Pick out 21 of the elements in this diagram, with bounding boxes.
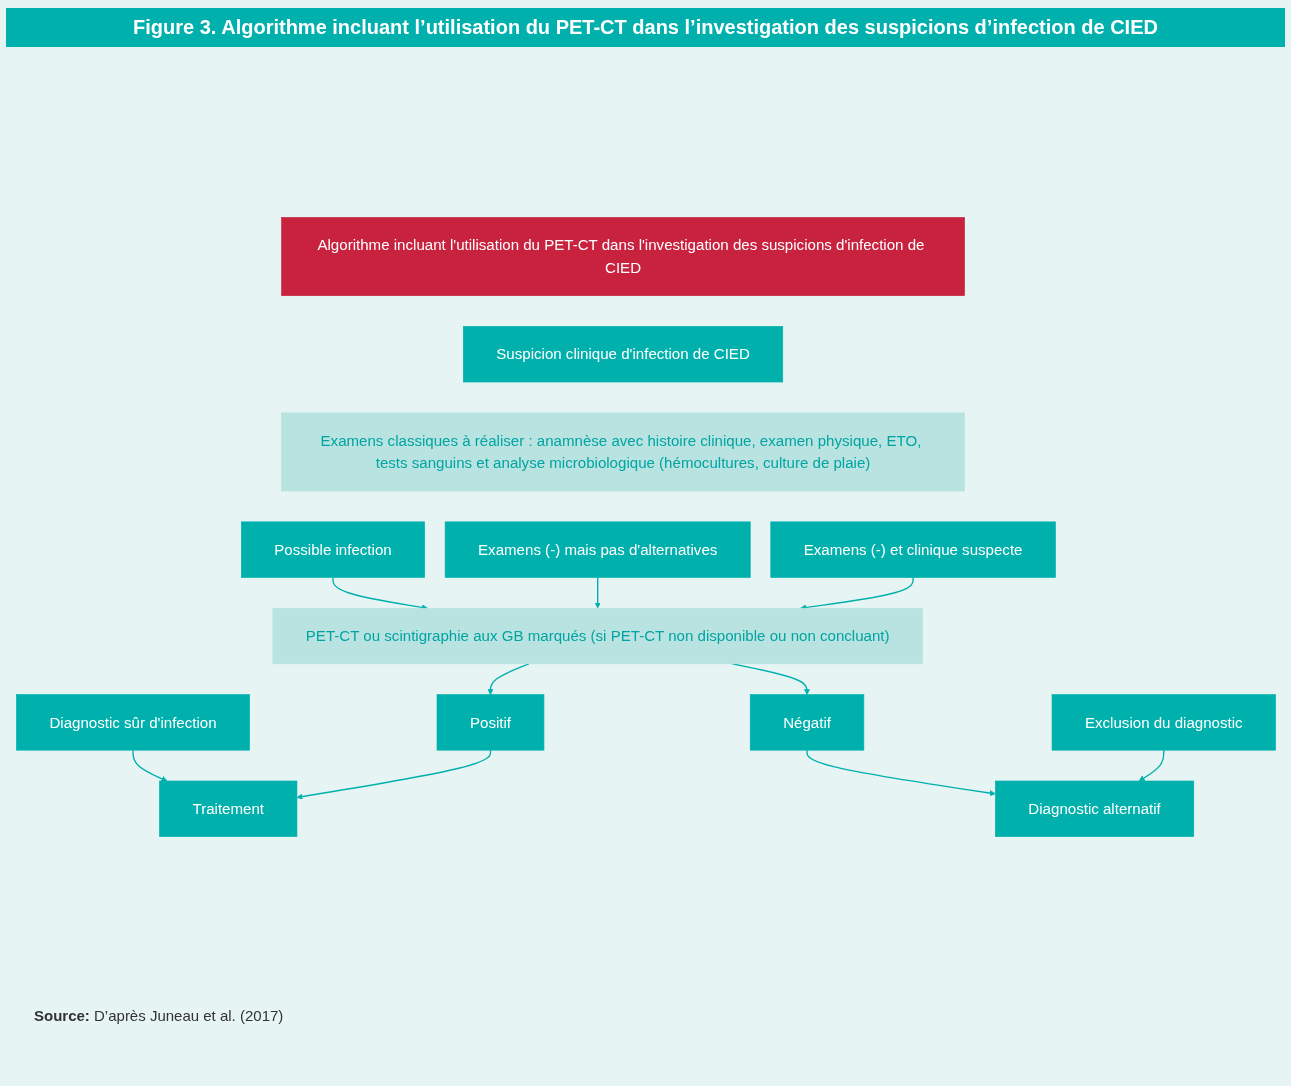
arrow bbox=[594, 576, 601, 609]
arrow bbox=[296, 749, 491, 800]
node-box: Négatif bbox=[749, 694, 864, 751]
node-box: Examens classiques à réaliser : anamnèse avec histoire clinique, examen physique, ETO, tests sanguins et analyse microbiologique (hémocultures, culture de plaie) bbox=[280, 412, 965, 492]
node-box: Diagnostic alternatif bbox=[994, 780, 1194, 837]
node-box: PET-CT ou scintigraphie aux GB marqués (si PET-CT non disponible ou non concluant) bbox=[272, 607, 923, 665]
arrow bbox=[131, 749, 167, 782]
node-box: Possible infection bbox=[240, 521, 425, 578]
node-box: Suspicion clinique d'infection de CIED bbox=[462, 326, 783, 383]
node-box: Algorithme incluant l'utilisation du PET-CT dans l'investigation des suspicions d'infection de CIED bbox=[280, 217, 965, 296]
source-caption: Source: D’après Juneau et al. (2017) bbox=[33, 1007, 285, 1024]
node-box: Positif bbox=[436, 694, 544, 751]
arrow bbox=[805, 749, 996, 797]
arrow bbox=[486, 663, 529, 695]
node-box: Traitement bbox=[158, 780, 297, 837]
figure-title: Figure 3. Algorithme incluant l’utilisation du PET-CT dans l’investigation des suspicions d’infection de CIED bbox=[6, 8, 1285, 47]
node-box: Examens (-) et clinique suspecte bbox=[769, 521, 1056, 578]
arrow bbox=[1138, 749, 1164, 782]
node-box: Exclusion du diagnostic bbox=[1051, 694, 1276, 751]
node-box: Diagnostic sûr d'infection bbox=[15, 694, 250, 751]
node-box: Examens (-) mais pas d'alternatives bbox=[444, 521, 751, 578]
